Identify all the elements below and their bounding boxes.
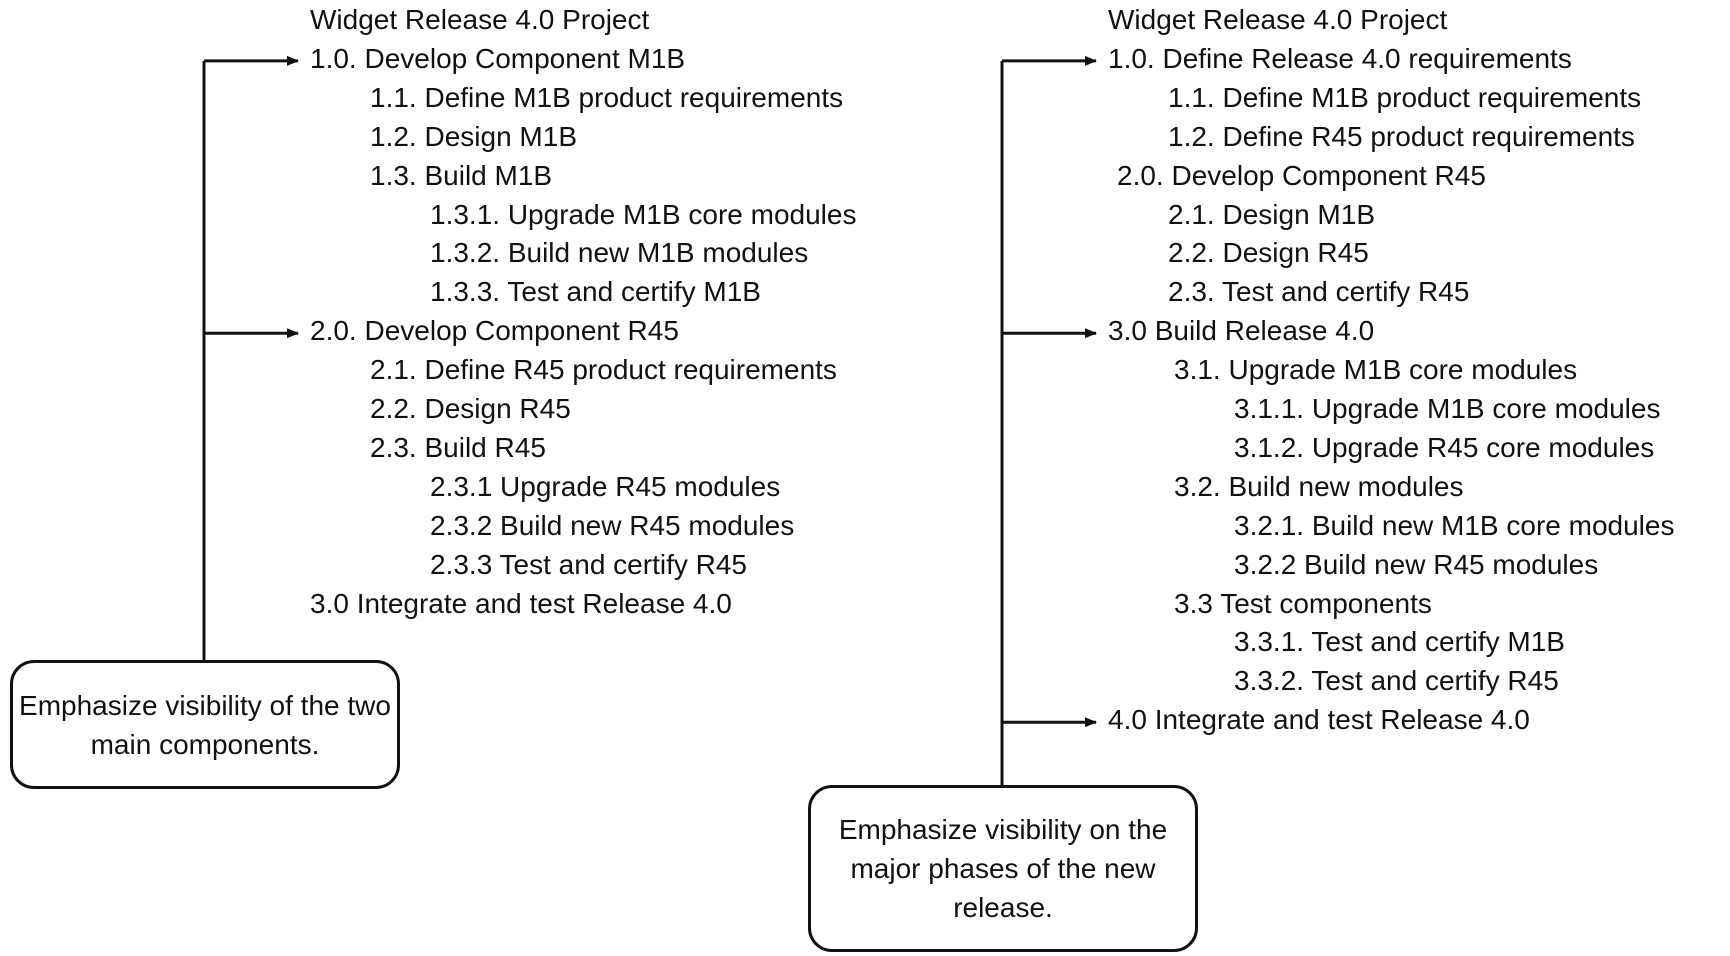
left-tree-row: 1.3. Build M1B xyxy=(370,159,553,191)
left-tree-row: 2.1. Define R45 product requirements xyxy=(370,354,837,386)
left-tree-row: 1.3.1. Upgrade M1B core modules xyxy=(430,198,857,230)
right-tree-row: 3.3 Test components xyxy=(1174,587,1432,619)
right-tree-row: 3.1. Upgrade M1B core modules xyxy=(1174,354,1578,386)
left-tree-row: 2.3.2 Build new R45 modules xyxy=(430,509,795,541)
right-tree-row: 1.0. Define Release 4.0 requirements xyxy=(1108,42,1572,74)
right-tree-row: Widget Release 4.0 Project xyxy=(1108,4,1448,35)
right-tree-row: 2.1. Design M1B xyxy=(1168,198,1375,230)
right-tree-row: 3.1.2. Upgrade R45 core modules xyxy=(1234,431,1655,463)
right-tree-row: 4.0 Integrate and test Release 4.0 xyxy=(1108,704,1530,736)
left-tree-row: 2.3.3 Test and certify R45 xyxy=(430,548,747,580)
left-tree-row: 3.0 Integrate and test Release 4.0 xyxy=(310,587,732,619)
right-tree-row: 2.2. Design R45 xyxy=(1168,237,1369,269)
right-callout-box: Emphasize visibility on the major phases… xyxy=(808,785,1198,952)
right-tree-row: 1.1. Define M1B product requirements xyxy=(1168,81,1642,113)
left-tree-row: 1.0. Develop Component M1B xyxy=(310,42,686,74)
left-tree-row: 1.3.2. Build new M1B modules xyxy=(430,237,809,269)
left-tree-row: 2.3. Build R45 xyxy=(370,431,546,463)
right-tree-row: 3.2.1. Build new M1B core modules xyxy=(1234,509,1675,541)
left-callout-box: Emphasize visibility of the two main com… xyxy=(10,660,400,789)
right-callout-text: Emphasize visibility on the major phases… xyxy=(838,814,1168,923)
right-tree-row: 3.3.1. Test and certify M1B xyxy=(1234,626,1565,658)
right-tree-row: 3.3.2. Test and certify R45 xyxy=(1234,665,1559,697)
left-tree-row: 1.1. Define M1B product requirements xyxy=(370,81,844,113)
left-tree-row: 1.2. Design M1B xyxy=(370,120,577,152)
right-tree-row: 1.2. Define R45 product requirements xyxy=(1168,120,1635,152)
left-tree-row: 1.3.3. Test and certify M1B xyxy=(430,276,761,308)
left-tree-row: 2.3.1 Upgrade R45 modules xyxy=(430,470,781,502)
right-tree-row: 3.2. Build new modules xyxy=(1174,470,1464,502)
right-tree-row: 3.2.2 Build new R45 modules xyxy=(1234,548,1599,580)
left-callout-text: Emphasize visibility of the two main com… xyxy=(19,689,391,760)
right-tree-row: 2.3. Test and certify R45 xyxy=(1168,276,1470,308)
right-tree-row: 3.0 Build Release 4.0 xyxy=(1108,315,1375,347)
left-tree-row: 2.2. Design R45 xyxy=(370,393,571,424)
left-tree-row: 2.0. Develop Component R45 xyxy=(310,315,679,347)
left-tree-row: Widget Release 4.0 Project xyxy=(310,4,650,35)
right-tree-row: 2.0. Develop Component R45 xyxy=(1117,159,1486,191)
right-tree-row: 3.1.1. Upgrade M1B core modules xyxy=(1234,393,1661,424)
